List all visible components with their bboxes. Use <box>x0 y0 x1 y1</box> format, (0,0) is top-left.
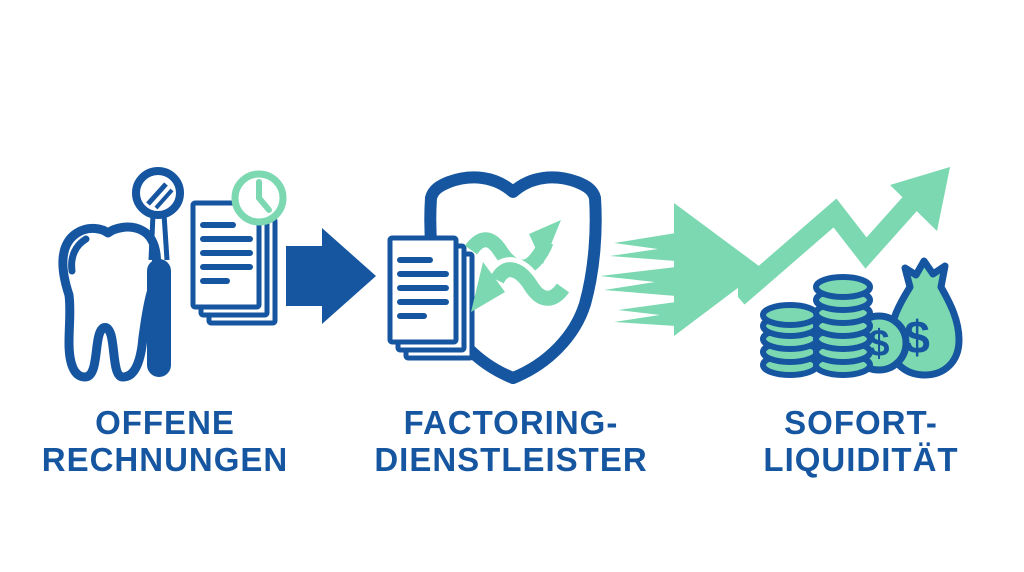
solid-arrow-right-icon <box>286 228 376 324</box>
coin-stack-tall <box>813 274 873 378</box>
step-label-instant-liquidity: SOFORT- LIQUIDITÄT <box>701 404 1021 478</box>
invoices-stack-icon <box>387 235 475 361</box>
coin-dollar-sign: $ <box>868 323 889 365</box>
step-label-factoring-provider: FACTORING- DIENSTLEISTER <box>351 404 671 478</box>
open-invoices-icon-group <box>58 167 287 382</box>
step-label-line: SOFORT- <box>784 404 938 441</box>
step-label-line: RECHNUNGEN <box>41 441 289 478</box>
clock-icon <box>231 170 287 226</box>
speed-arrow-right-icon <box>600 203 763 336</box>
step-label-line: DIENSTLEISTER <box>374 441 648 478</box>
invoices-stack-icon <box>190 200 278 326</box>
factoring-icon-group <box>387 171 602 384</box>
shuffle-arrows-icon <box>464 220 574 312</box>
dental-mirror-icon <box>132 167 184 377</box>
growth-arrow-icon <box>738 167 950 305</box>
step-label-line: LIQUIDITÄT <box>763 441 959 478</box>
liquidity-icon-group: $ $ <box>738 167 963 379</box>
tooth-shine <box>68 235 90 275</box>
step-label-line: FACTORING- <box>403 404 619 441</box>
step-label-line: OFFENE <box>95 404 235 441</box>
coin-stack-short <box>760 302 820 378</box>
coin-stacks-icon <box>760 274 873 378</box>
step-label-open-invoices: OFFENE RECHNUNGEN <box>5 404 325 478</box>
tooth-icon <box>58 222 161 382</box>
